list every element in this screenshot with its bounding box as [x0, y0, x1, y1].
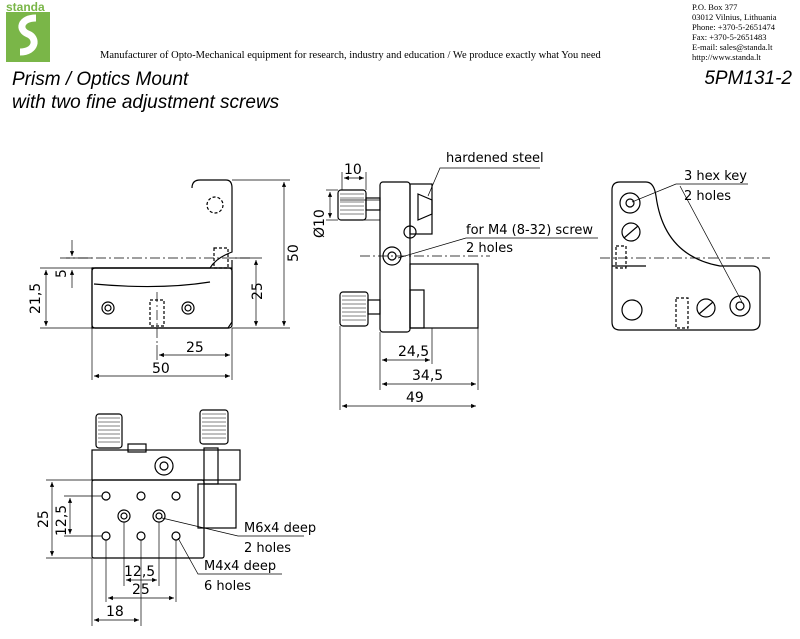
standa-logo [6, 12, 50, 62]
note-m4-deep-holes: 6 holes [204, 579, 251, 594]
back-view-leaders [631, 183, 748, 303]
dim-bottom-25-width: 25 [132, 582, 150, 598]
note-hex-key: 3 hex key [684, 169, 747, 184]
model-number: 5PM131-2 [704, 68, 792, 89]
dim-bottom-25-height: 25 [36, 510, 52, 528]
dim-front-34-5: 34,5 [412, 368, 443, 384]
dim-side-5: 5 [54, 269, 70, 278]
dim-bottom-12-5-height: 12,5 [54, 505, 70, 536]
dim-side-21-5: 21,5 [28, 283, 44, 314]
dim-side-50-height: 50 [286, 244, 302, 262]
contact-line: Fax: +370-5-2651483 [692, 32, 767, 42]
side-view-dimensions [40, 179, 290, 380]
note-hex-holes: 2 holes [684, 189, 731, 204]
title-line-1: Prism / Optics Mount [12, 69, 189, 90]
brand-name: standa [6, 0, 45, 14]
contact-website[interactable]: http://www.standa.lt [692, 52, 761, 62]
dim-side-25-width: 25 [186, 340, 204, 356]
note-m4-holes: 2 holes [466, 241, 513, 256]
company-tagline: Manufacturer of Opto-Mechanical equipmen… [100, 50, 601, 61]
contact-line: P.O. Box 377 [692, 2, 738, 12]
contact-block: P.O. Box 377 03012 Vilnius, Lithuania Ph… [692, 2, 777, 62]
bottom-view [91, 409, 241, 559]
dim-bottom-18: 18 [106, 604, 124, 620]
note-m4-screw: for M4 (8-32) screw [466, 223, 593, 238]
contact-email[interactable]: E-mail: sales@standa.lt [692, 42, 773, 52]
bottom-view-dimensions [46, 479, 304, 626]
dim-side-50-width: 50 [152, 361, 170, 377]
note-m6-deep: M6x4 deep [244, 521, 316, 536]
dim-front-24-5: 24,5 [398, 344, 429, 360]
side-view [60, 179, 250, 345]
title-line-2: with two fine adjustment screws [12, 92, 280, 113]
dim-front-dia-10: Ø10 [312, 209, 328, 238]
product-title: Prism / Optics Mount with two fine adjus… [12, 68, 279, 114]
dim-bottom-12-5-width: 12,5 [124, 564, 155, 580]
note-m6-holes: 2 holes [244, 541, 291, 556]
front-view-dimensions [326, 167, 598, 410]
note-m4-deep: M4x4 deep [204, 559, 276, 574]
contact-line: Phone: +370-5-2651474 [692, 22, 775, 32]
contact-line: 03012 Vilnius, Lithuania [692, 12, 777, 22]
note-hardened-steel: hardened steel [446, 151, 544, 166]
dim-front-49: 49 [406, 390, 424, 406]
dim-front-10: 10 [344, 162, 362, 178]
front-view [337, 181, 490, 333]
back-view [600, 181, 770, 331]
dim-side-25-height: 25 [250, 282, 266, 300]
